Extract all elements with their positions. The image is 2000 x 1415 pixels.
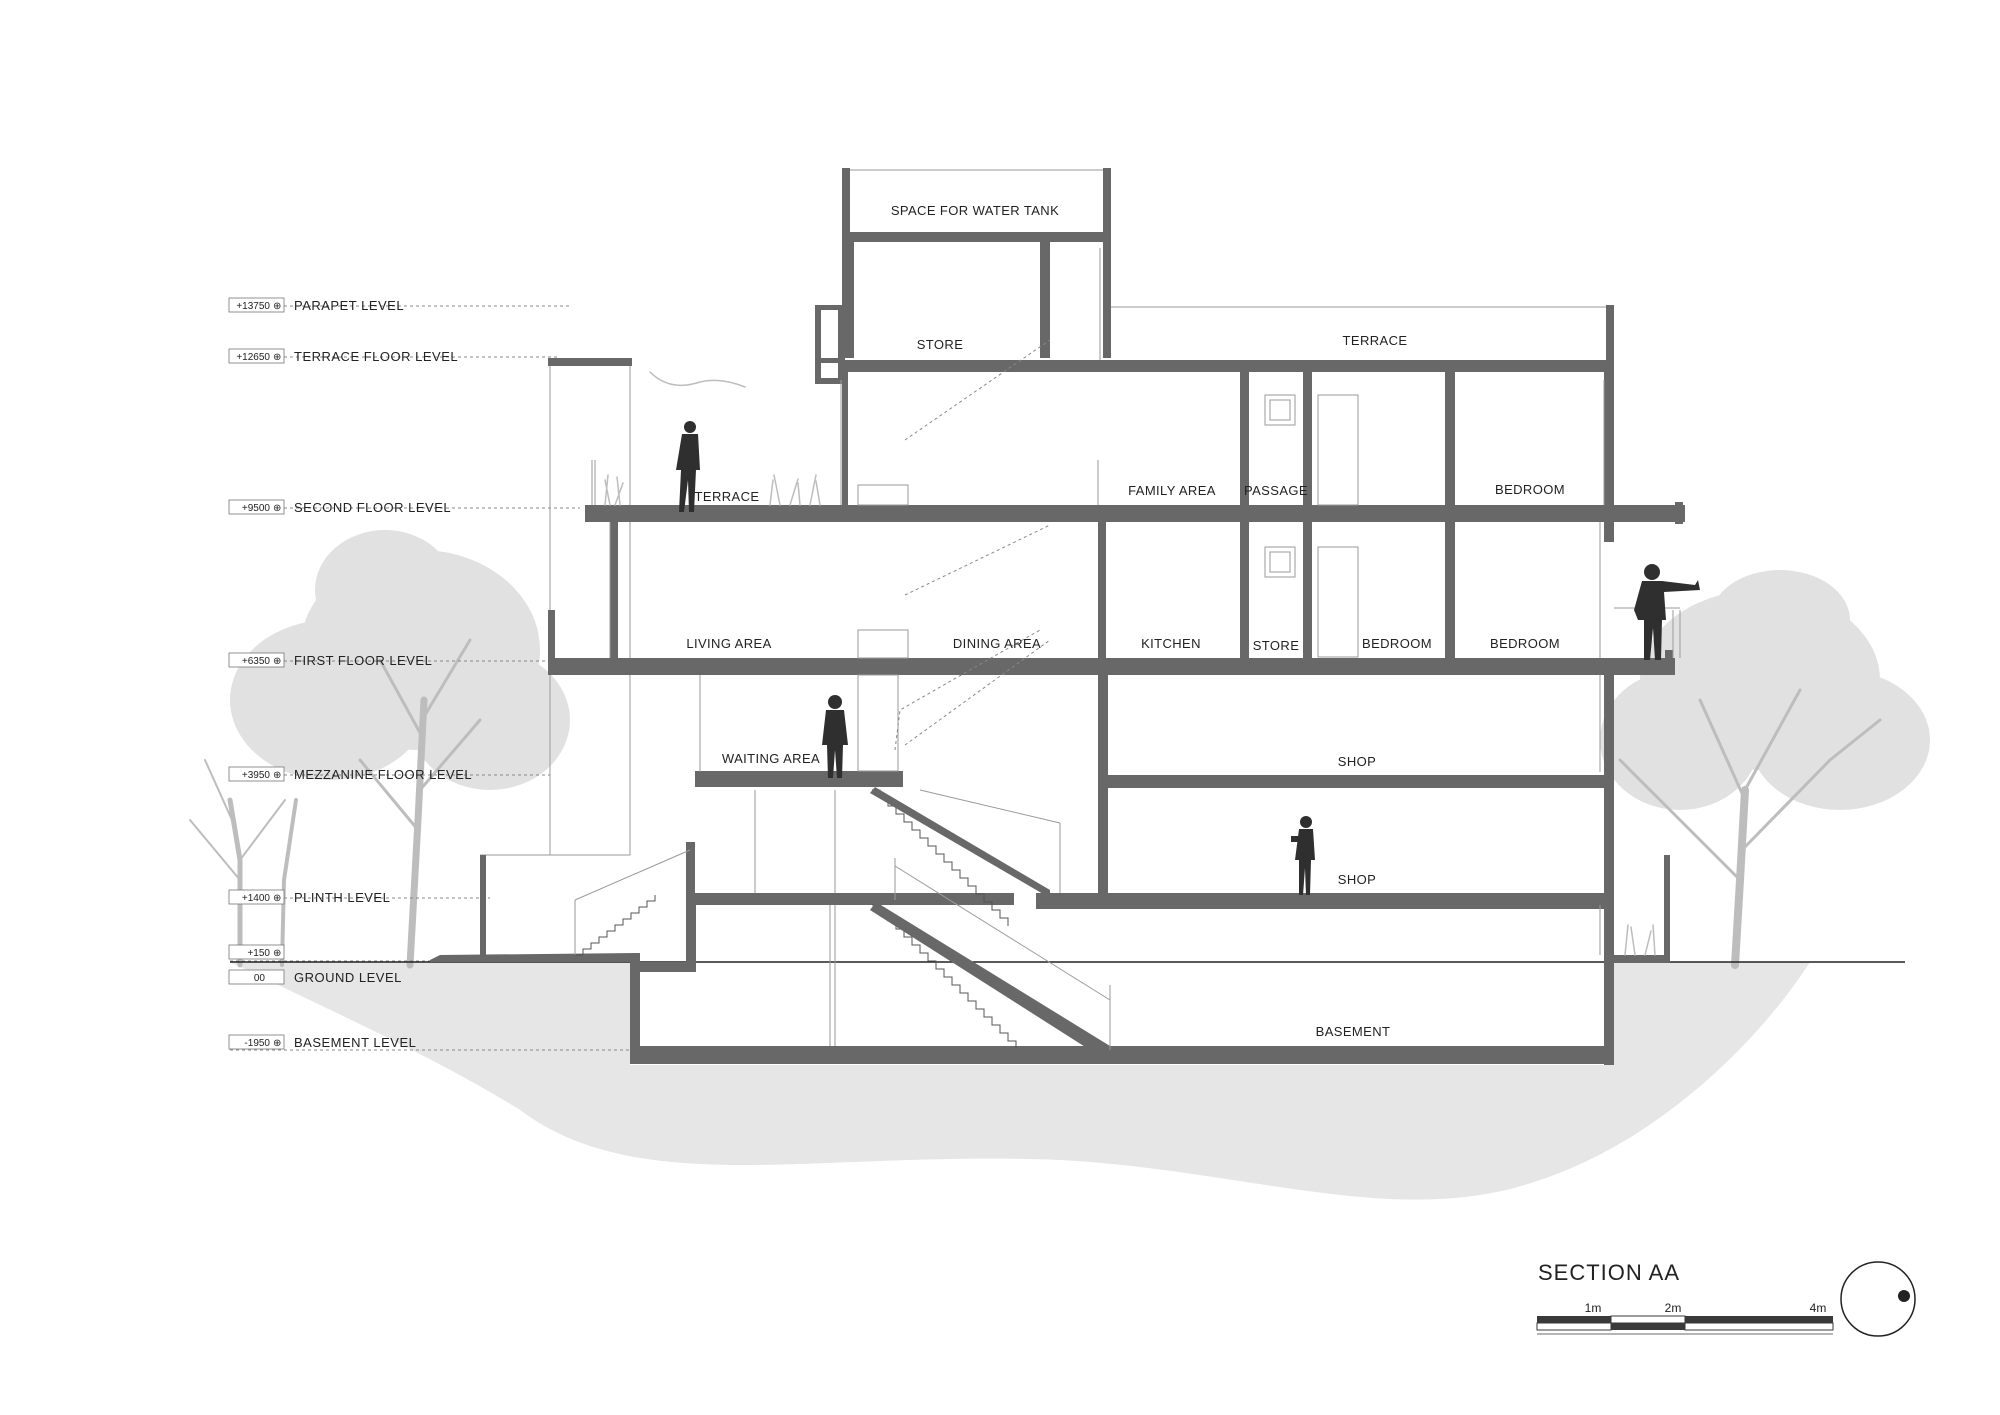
level-symbol-icon: ⊕ [273, 770, 281, 781]
level-marker: +150 ⊕ [228, 944, 285, 960]
svg-text:SECOND FLOOR LEVEL: SECOND FLOOR LEVEL [294, 500, 451, 515]
svg-text:MEZZANINE FLOOR LEVEL: MEZZANINE FLOOR LEVEL [294, 767, 472, 782]
svg-text:-1950: -1950 [244, 1038, 270, 1049]
svg-text:TERRACE FLOOR LEVEL: TERRACE FLOOR LEVEL [294, 349, 458, 364]
room-label: BEDROOM [1490, 636, 1560, 651]
room-label: BEDROOM [1362, 636, 1432, 651]
level-symbol-icon: ⊕ [273, 352, 281, 363]
north-arrow-icon [1840, 1261, 1916, 1337]
staircase [574, 339, 1111, 1050]
person-waiting-area [822, 695, 848, 778]
scale-bar: 1m 2m 4m [1536, 1301, 1834, 1335]
person-terrace [676, 421, 700, 512]
svg-text:+1400: +1400 [242, 893, 271, 904]
room-label: KITCHEN [1141, 636, 1201, 651]
room-label: SPACE FOR WATER TANK [891, 203, 1059, 218]
level-markers: +13750 ⊕ PARAPET LEVEL +12650 ⊕ TERRACE … [228, 297, 472, 1050]
svg-text:PLINTH LEVEL: PLINTH LEVEL [294, 890, 390, 905]
level-symbol-icon: ⊕ [273, 893, 281, 904]
svg-text:+150: +150 [247, 948, 270, 959]
svg-text:BASEMENT LEVEL: BASEMENT LEVEL [294, 1035, 416, 1050]
person-shop [1291, 816, 1315, 895]
room-label: TERRACE [1343, 333, 1408, 348]
level-symbol-icon: ⊕ [273, 301, 281, 312]
svg-text:+13750: +13750 [236, 301, 270, 312]
level-marker: +1400 ⊕ PLINTH LEVEL [228, 889, 390, 905]
svg-text:2m: 2m [1665, 1301, 1682, 1315]
svg-text:+12650: +12650 [236, 352, 270, 363]
room-label: STORE [917, 337, 964, 352]
building-structure [430, 168, 1685, 1065]
svg-text:GROUND LEVEL: GROUND LEVEL [294, 970, 402, 985]
tree-left [189, 530, 570, 969]
level-marker: +12650 ⊕ TERRACE FLOOR LEVEL [228, 348, 458, 364]
room-label: PASSAGE [1244, 483, 1308, 498]
room-label: SHOP [1338, 872, 1376, 887]
level-leaders [230, 305, 630, 1051]
svg-text:FIRST FLOOR LEVEL: FIRST FLOOR LEVEL [294, 653, 432, 668]
level-symbol-icon: ⊕ [273, 948, 281, 959]
room-label: TERRACE [695, 489, 760, 504]
room-label: FAMILY AREA [1128, 483, 1216, 498]
svg-text:PARAPET LEVEL: PARAPET LEVEL [294, 298, 404, 313]
room-label: BEDROOM [1495, 482, 1565, 497]
person-balcony [1634, 564, 1700, 660]
tree-right [1600, 570, 1930, 969]
level-marker: +13750 ⊕ PARAPET LEVEL [228, 297, 404, 313]
svg-text:1m: 1m [1585, 1301, 1602, 1315]
svg-text:+9500: +9500 [242, 503, 271, 514]
svg-text:+3950: +3950 [242, 770, 271, 781]
ground-mass [230, 962, 1810, 1200]
svg-text:+6350: +6350 [242, 656, 271, 667]
room-label: LIVING AREA [686, 636, 771, 651]
level-symbol-icon: ⊕ [273, 656, 281, 667]
drawing-title: SECTION AA [1538, 1260, 1680, 1285]
level-marker: -1950 ⊕ BASEMENT LEVEL [228, 1034, 416, 1050]
room-label: WAITING AREA [722, 751, 820, 766]
room-label: SHOP [1338, 754, 1376, 769]
plants [604, 371, 1656, 956]
level-marker: 00 GROUND LEVEL [228, 969, 402, 985]
room-label: BASEMENT [1316, 1024, 1391, 1039]
level-symbol-icon: ⊕ [273, 1038, 281, 1049]
level-marker: +3950 ⊕ MEZZANINE FLOOR LEVEL [228, 766, 472, 782]
svg-text:4m: 4m [1810, 1301, 1827, 1315]
level-marker: +9500 ⊕ SECOND FLOOR LEVEL [228, 499, 451, 515]
room-label: STORE [1253, 638, 1300, 653]
svg-text:00: 00 [254, 973, 266, 984]
level-marker: +6350 ⊕ FIRST FLOOR LEVEL [228, 652, 432, 668]
level-symbol-icon: ⊕ [273, 503, 281, 514]
room-labels: SPACE FOR WATER TANK STORE TERRACE TERRA… [686, 203, 1565, 1039]
room-label: DINING AREA [953, 636, 1041, 651]
